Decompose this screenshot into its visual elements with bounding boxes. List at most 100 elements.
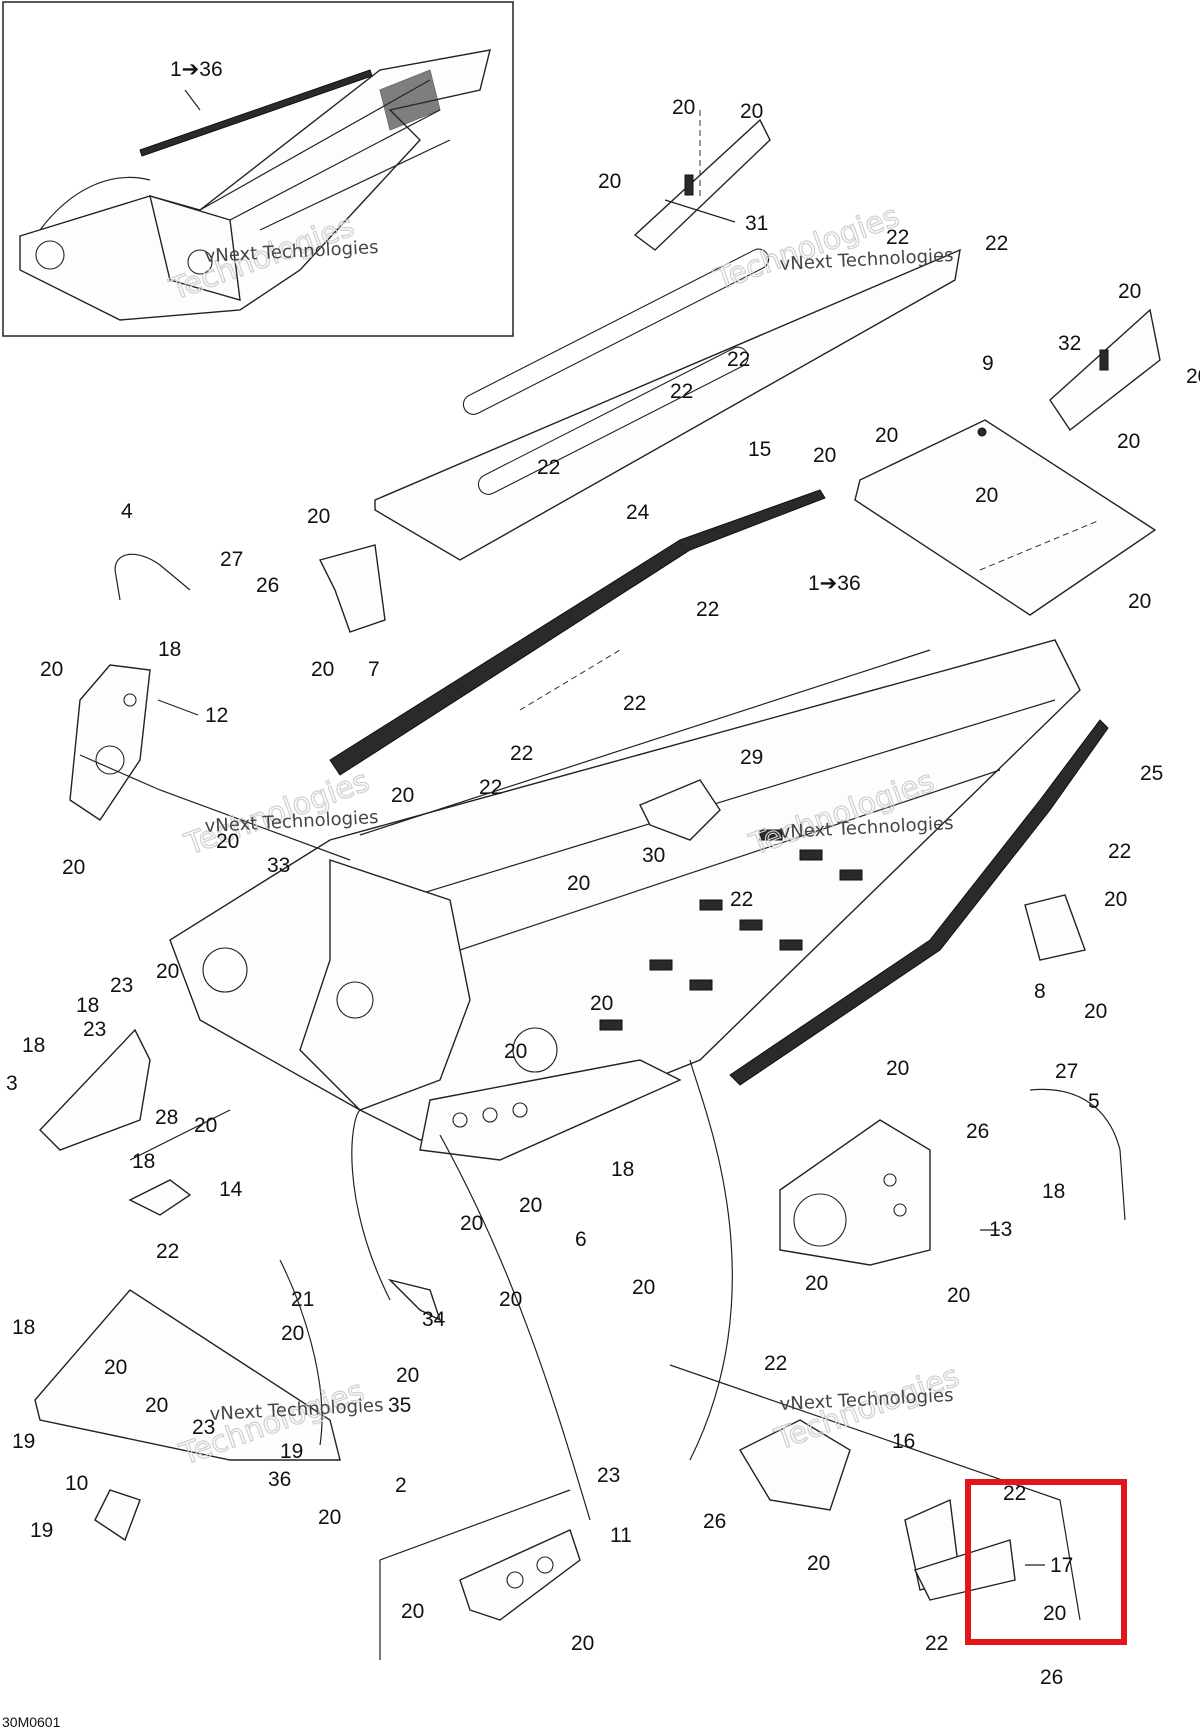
callout-c-20-ad: 20	[499, 1288, 522, 1311]
callout-c-20-ag: 20	[396, 1364, 419, 1387]
callout-c-9: 9	[982, 352, 994, 375]
callout-c-22-d: 22	[670, 380, 693, 403]
callout-c-20-r: 20	[1104, 888, 1127, 911]
bracket-8	[1024, 894, 1086, 961]
bracket-17	[904, 1498, 1016, 1601]
callout-c-20-aa: 20	[632, 1276, 655, 1299]
callout-c-31: 31	[745, 212, 768, 235]
handle-parts	[114, 553, 1126, 1221]
side-panel-13	[779, 1119, 931, 1266]
callout-c-20-ak: 20	[401, 1600, 424, 1623]
callout-c-20-e: 20	[1186, 365, 1200, 388]
callout-c-34: 34	[422, 1308, 446, 1331]
callout-c-12: 12	[205, 704, 228, 727]
callout-c-20-h: 20	[813, 444, 836, 467]
callout-c-20-z: 20	[460, 1212, 483, 1235]
bracket-32	[1049, 308, 1161, 432]
bracket-29-30	[639, 779, 721, 841]
callout-c-18-c: 18	[22, 1034, 45, 1057]
callout-c-28: 28	[155, 1106, 178, 1129]
callout-c-2: 2	[395, 1474, 407, 1497]
callout-c-22-c: 22	[727, 348, 750, 371]
callout-c-20-n: 20	[391, 784, 414, 807]
callout-c-10: 10	[65, 1472, 88, 1495]
callout-c-35: 35	[388, 1394, 411, 1417]
callout-c-5: 5	[1088, 1090, 1100, 1113]
callout-c-6: 6	[575, 1228, 587, 1251]
callout-c-23-b: 23	[83, 1018, 106, 1041]
callout-c-20-k: 20	[1128, 590, 1151, 613]
callout-c-20-p: 20	[62, 856, 85, 879]
bracket-34	[387, 1278, 442, 1322]
main-frame	[169, 639, 1081, 1161]
callout-c-22-j: 22	[1108, 840, 1131, 863]
callout-c-11: 11	[610, 1524, 632, 1547]
callout-c-22-f: 22	[696, 598, 719, 621]
callout-c-27-a: 27	[220, 548, 243, 571]
callout-c-20-ac: 20	[947, 1284, 970, 1307]
callout-c-18-b: 18	[76, 994, 99, 1017]
callout-c-22-b: 22	[886, 226, 909, 249]
callout-c-16: 16	[892, 1430, 915, 1453]
callout-c-20-al: 20	[1043, 1602, 1066, 1625]
callout-c-1-36-inset: 1➔36	[170, 58, 223, 81]
callout-c-22-i: 22	[479, 776, 502, 799]
callout-c-22-a: 22	[985, 232, 1008, 255]
bracket-11	[459, 1529, 581, 1621]
leader-lines	[79, 89, 1101, 1660]
bracket-7	[318, 544, 386, 633]
plate-9	[854, 419, 1157, 616]
callout-c-27-b: 27	[1055, 1060, 1078, 1083]
lower-assembly	[34, 1289, 341, 1542]
callout-c-22-m: 22	[764, 1352, 787, 1375]
callout-c-20-aj: 20	[807, 1552, 830, 1575]
callout-c-7: 7	[368, 658, 380, 681]
callout-c-20-v: 20	[504, 1040, 527, 1063]
callout-c-19-a: 19	[12, 1430, 35, 1453]
callout-c-14: 14	[219, 1178, 243, 1201]
callout-c-18-d: 18	[132, 1150, 155, 1173]
callout-c-33: 33	[267, 854, 290, 877]
callout-c-20-af: 20	[104, 1356, 127, 1379]
callout-c-22-n: 22	[1003, 1482, 1026, 1505]
callout-c-20-ae: 20	[281, 1322, 304, 1345]
footrest-slots	[599, 829, 863, 1031]
callout-c-26-c: 26	[703, 1510, 726, 1533]
bracket-31	[633, 118, 771, 251]
callout-c-20-am: 20	[571, 1632, 594, 1655]
callout-c-32: 32	[1058, 332, 1081, 355]
callout-c-20-ah: 20	[145, 1394, 168, 1417]
bracket-3	[39, 1028, 151, 1151]
callout-c-13: 13	[989, 1218, 1012, 1241]
callout-labels: 1➔36202020312222203220202292215202022202…	[6, 58, 1200, 1689]
callout-c-20-x: 20	[194, 1114, 217, 1137]
callout-c-24: 24	[626, 501, 650, 524]
callout-c-20-d: 20	[1118, 280, 1141, 303]
callout-c-17: 17	[1050, 1554, 1073, 1577]
callout-c-20-y: 20	[519, 1194, 542, 1217]
callout-c-22-g: 22	[623, 692, 646, 715]
callout-c-20-o: 20	[216, 830, 239, 853]
callout-c-22-e: 22	[537, 456, 560, 479]
callout-c-26-a: 26	[256, 574, 279, 597]
callout-c-26-b: 26	[966, 1120, 989, 1143]
bracket-14	[128, 1179, 192, 1216]
callout-c-18-g: 18	[12, 1316, 35, 1339]
callout-c-22-k: 22	[730, 888, 753, 911]
callout-c-20-u: 20	[1084, 1000, 1107, 1023]
callout-c-20-w: 20	[886, 1057, 909, 1080]
tunnel-top-plate	[374, 248, 961, 561]
callout-c-22-l: 22	[156, 1240, 179, 1263]
callout-c-19-c: 19	[30, 1519, 53, 1542]
callout-c-23-d: 23	[597, 1464, 620, 1487]
callout-c-4: 4	[121, 500, 133, 523]
side-panel-12	[69, 664, 151, 821]
callout-c-20-i: 20	[975, 484, 998, 507]
callout-c-18-f: 18	[1042, 1180, 1065, 1203]
callout-c-29: 29	[740, 746, 763, 769]
slide-rails	[329, 489, 1109, 1086]
callout-c-18-e: 18	[611, 1158, 634, 1181]
callout-c-20-ai: 20	[318, 1506, 341, 1529]
callout-c-20-ab: 20	[805, 1272, 828, 1295]
